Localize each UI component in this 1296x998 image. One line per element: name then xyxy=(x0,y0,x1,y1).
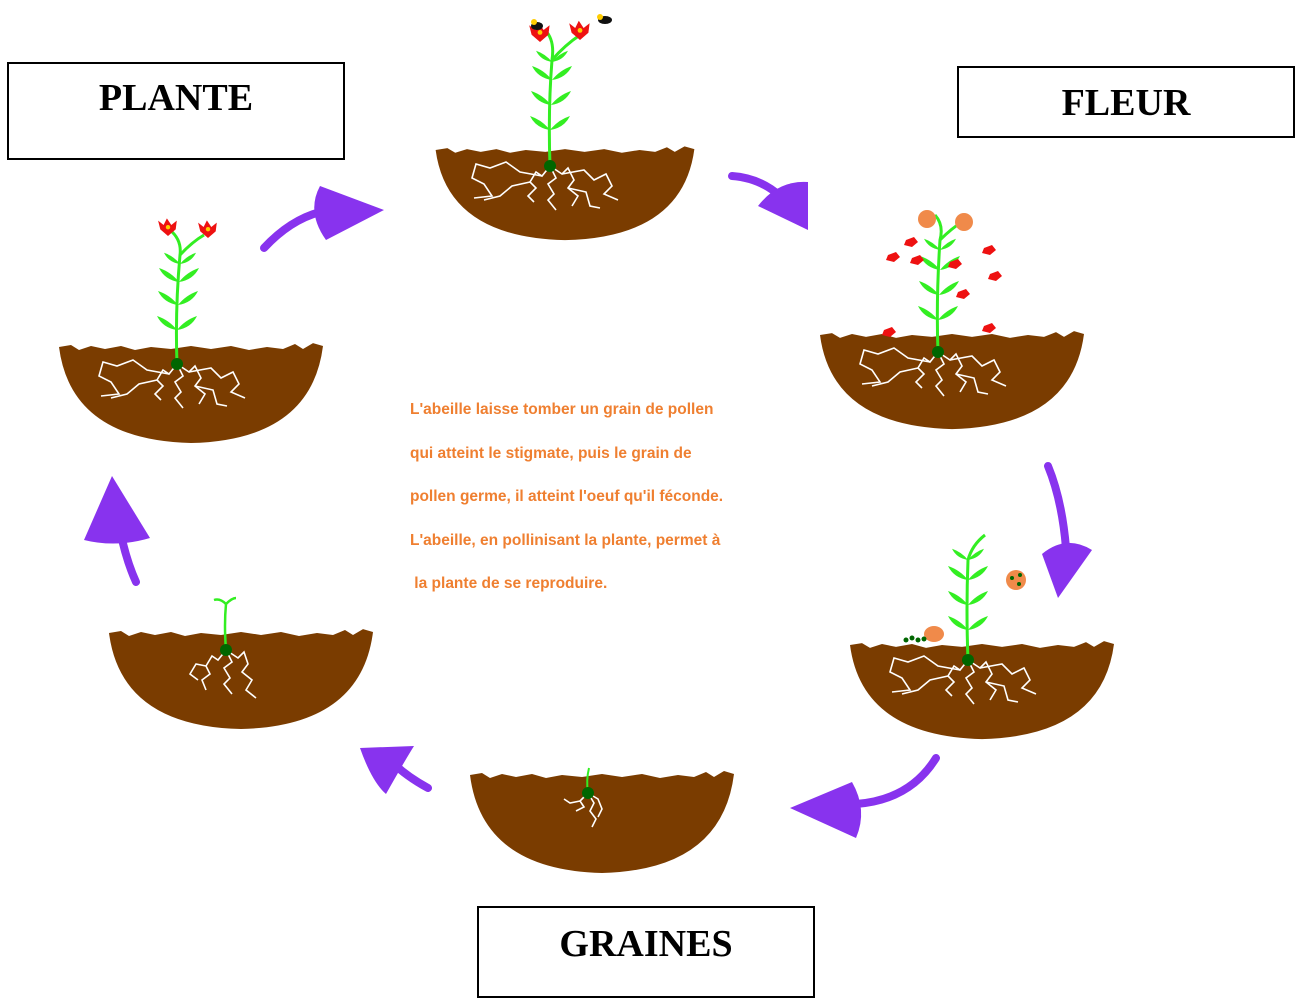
fruit-icon xyxy=(1006,570,1026,590)
stage-label-plante: PLANTE xyxy=(7,62,345,160)
arrow-right-to-bottom xyxy=(790,758,936,838)
seeds-icon xyxy=(904,636,927,643)
caption-line: L'abeille, en pollinisant la plante, per… xyxy=(410,527,810,571)
seed-icon xyxy=(171,358,183,370)
seed-icon xyxy=(544,160,556,172)
fruit-icon xyxy=(955,213,973,231)
stage-label-text: FLEUR xyxy=(959,81,1293,125)
caption-line: la plante de se reproduire. xyxy=(410,570,810,614)
seed-icon xyxy=(582,787,594,799)
stage-petals-falling xyxy=(820,210,1084,429)
stage-germinating-seed xyxy=(470,768,734,873)
stage-label-graines: GRAINES xyxy=(477,906,815,998)
caption-line: pollen germe, il atteint l'oeuf qu'il fé… xyxy=(410,483,810,527)
arrow-left-up xyxy=(84,476,150,582)
arrow-bottom-to-left xyxy=(360,746,428,794)
stage-young-plant xyxy=(59,218,323,443)
seed-icon xyxy=(932,346,944,358)
seed-icon xyxy=(962,654,974,666)
stage-sprout xyxy=(109,598,373,729)
bee-icon xyxy=(531,19,543,30)
arrow-top-left-to-top xyxy=(264,186,384,248)
fruit-icon xyxy=(924,626,944,642)
caption-line: qui atteint le stigmate, puis le grain d… xyxy=(410,440,810,484)
pollination-caption: L'abeille laisse tomber un grain de poll… xyxy=(410,396,810,614)
seed-icon xyxy=(220,644,232,656)
caption-line: L'abeille laisse tomber un grain de poll… xyxy=(410,396,810,440)
stage-top-flowering-plant xyxy=(436,14,695,240)
stage-label-text: PLANTE xyxy=(9,76,343,120)
bee-icon xyxy=(597,14,612,24)
arrow-top-to-right xyxy=(732,176,808,230)
stage-label-fleur: FLEUR xyxy=(957,66,1295,138)
stage-label-text: GRAINES xyxy=(479,922,813,966)
fruit-icon xyxy=(918,210,936,228)
arrow-right-down xyxy=(1042,466,1092,598)
